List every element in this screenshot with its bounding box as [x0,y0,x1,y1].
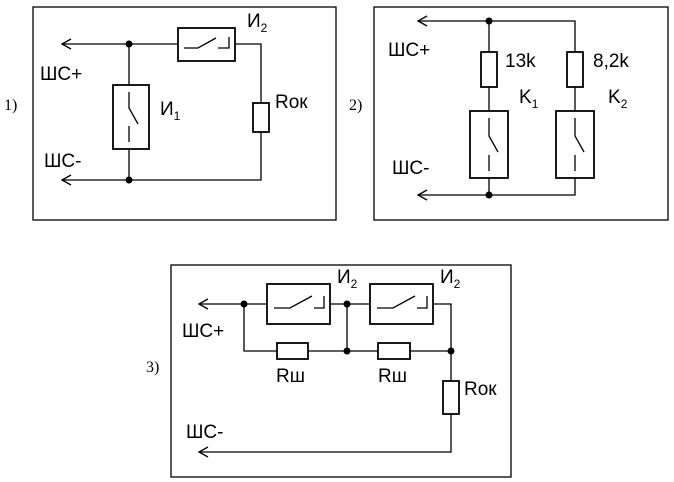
diagram-2-minus-arrow [416,189,428,201]
diagram-2: 2) 13k 8,2k K1 K2 ШС+ ШС- [349,6,669,221]
contact-k2-label: K2 [608,87,628,111]
detector-3b [369,283,434,325]
diagram-1: 1) И1 И2 Rок ШС+ ШС- [4,6,337,221]
resistor-8-2k [566,51,584,88]
diagram-3-top-wire-right [433,303,452,381]
resistor-8-2k-label: 8,2k [593,51,629,72]
diagram-3-node-b [343,300,351,308]
diagram-2-plus-label: ШС+ [388,40,430,61]
shunt-resistor-a-label: Rш [276,366,305,387]
diagram-2-minus-label: ШС- [392,158,429,179]
detector-2 [177,27,236,62]
contact-k1-label: K1 [519,87,539,111]
shunt-resistor-a [276,342,309,360]
shunt-resistor-b-label: Rш [378,366,407,387]
diagram-3-node-a [240,300,248,308]
diagram-3-plus-label: ШС+ [182,321,224,342]
diagram-3-shunt-left [243,304,277,352]
diagram-3-node-c [343,347,351,355]
end-resistor [252,102,270,133]
diagram-3-plus-arrow [197,298,209,310]
resistor-13k-label: 13k [505,51,536,72]
diagram-2-node-top [485,17,493,25]
diagram-1-minus-arrow [60,174,72,186]
diagram-3-minus-label: ШС- [186,422,223,443]
end-resistor-3-label: Rок [464,379,497,400]
diagram-2-top-wire [418,20,576,52]
diagram-1-node-bottom [125,176,133,184]
diagram-1-plus-label: ШС+ [40,64,82,85]
detector-3a [266,283,331,325]
detector-2-label: И2 [247,11,268,35]
diagram-1-node-top [125,40,133,48]
diagram-2-number: 2) [349,97,362,114]
diagram-2-node-bottom [485,191,493,199]
contact-k2 [555,110,595,179]
diagram-3-frame [170,264,512,478]
diagram-2-frame [373,6,669,221]
diagram-3-bottom-wire [199,414,452,453]
diagram-3: 3) И2 И2 Rш Rш [146,264,512,478]
end-resistor-label: Rок [275,92,308,113]
diagram-2-mid-branches [488,87,576,111]
diagram-1-minus-label: ШС- [44,151,81,172]
diagram-2-plus-arrow [416,15,428,27]
diagram-3-number: 3) [146,359,159,376]
end-resistor-3 [442,380,460,415]
diagram-1-plus-arrow [60,38,72,50]
diagram-3-node-d [447,347,455,355]
detector-1-label: И1 [160,99,181,123]
diagram-1-right-top-wire [235,43,262,103]
detector-3b-label: И2 [440,267,461,291]
shunt-resistor-b [377,342,411,360]
detector-3a-label: И2 [337,267,358,291]
detector-1 [112,84,150,150]
diagram-1-number: 1) [4,97,17,114]
contact-k1 [469,110,509,179]
resistor-13k [480,51,498,88]
diagram-3-minus-arrow [197,446,209,458]
